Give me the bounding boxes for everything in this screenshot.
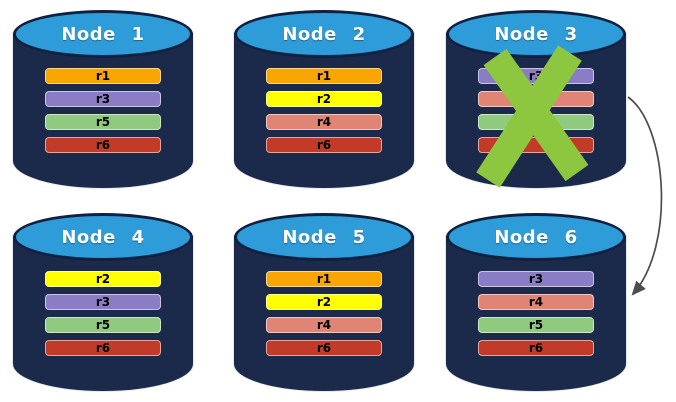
cylinder-body (13, 33, 193, 188)
replica-label: r6 (95, 341, 111, 355)
replica-bar: r5 (45, 317, 161, 333)
cylinder-top: Node 4 (13, 213, 193, 261)
replica-label: r3 (95, 92, 111, 106)
replica-bar (478, 137, 594, 153)
node-title: Node 3 (494, 23, 578, 45)
replica-label: r5 (95, 318, 111, 332)
replica-bar: r2 (45, 271, 161, 287)
replica-label: r4 (316, 115, 332, 129)
replica-label: r2 (316, 295, 332, 309)
cylinder-top: Node 3 (446, 10, 626, 58)
replica-bar: r6 (45, 340, 161, 356)
replica-list: r3 r4 r5 r6 (478, 271, 594, 356)
cylinder-top: Node 5 (234, 213, 414, 261)
replica-label: r5 (95, 115, 111, 129)
replica-list: r1 r3 r5 r6 (45, 68, 161, 153)
replica-bar: r4 (478, 294, 594, 310)
node-title: Node 4 (61, 226, 145, 248)
replica-label: r2 (316, 92, 332, 106)
cylinder-body (234, 236, 414, 391)
replica-label: r4 (316, 318, 332, 332)
node-6: Node 6 r3 r4 r5 r6 (446, 213, 626, 393)
cylinder-top: Node 2 (234, 10, 414, 58)
replica-label: r3 (528, 272, 544, 286)
node-title: Node 5 (282, 226, 366, 248)
replica-bar: r6 (266, 137, 382, 153)
cylinder-top: Node 1 (13, 10, 193, 58)
replica-bar: r2 (266, 294, 382, 310)
node-title: Node 2 (282, 23, 366, 45)
replica-bar: r6 (266, 340, 382, 356)
replica-bar: r5 (45, 114, 161, 130)
replica-bar: r4 (266, 317, 382, 333)
cylinder-body (13, 236, 193, 391)
replica-label: r1 (316, 69, 332, 83)
replica-label: r6 (528, 341, 544, 355)
cylinder-body (234, 33, 414, 188)
node-5: Node 5 r1 r2 r4 r6 (234, 213, 414, 393)
replica-label: r6 (316, 138, 332, 152)
node-4: Node 4 r2 r3 r5 r6 (13, 213, 193, 393)
node-1: Node 1 r1 r3 r5 r6 (13, 10, 193, 190)
replica-bar: r4 (266, 114, 382, 130)
replica-list: r1 r2 r4 r6 (266, 271, 382, 356)
replica-label: r6 (95, 138, 111, 152)
replica-bar (478, 114, 594, 130)
failover-arrow (627, 96, 663, 296)
replica-bar: r3 (478, 68, 594, 84)
replica-list: r1 r2 r4 r6 (266, 68, 382, 153)
cylinder-top: Node 6 (446, 213, 626, 261)
replica-label: r6 (316, 341, 332, 355)
replica-bar: r6 (45, 137, 161, 153)
replica-bar: r3 (478, 271, 594, 287)
node-2: Node 2 r1 r2 r4 r6 (234, 10, 414, 190)
replica-bar: r3 (45, 91, 161, 107)
replica-bar: r2 (266, 91, 382, 107)
node-3: Node 3 r3 (446, 10, 626, 190)
replica-bar: r6 (478, 340, 594, 356)
replica-bar: r1 (266, 271, 382, 287)
replica-label: r4 (528, 295, 544, 309)
replica-label: r1 (316, 272, 332, 286)
node-title: Node 1 (61, 23, 145, 45)
replica-label: r3 (95, 295, 111, 309)
replica-label: r3 (528, 69, 544, 83)
cylinder-body (446, 236, 626, 391)
replica-label: r2 (95, 272, 111, 286)
replica-bar: r1 (45, 68, 161, 84)
replica-label: r1 (95, 69, 111, 83)
replica-bar: r3 (45, 294, 161, 310)
node-title: Node 6 (494, 226, 578, 248)
replica-bar (478, 91, 594, 107)
replica-bar: r1 (266, 68, 382, 84)
replica-list: r2 r3 r5 r6 (45, 271, 161, 356)
replica-label: r5 (528, 318, 544, 332)
replica-list: r3 (478, 68, 594, 153)
replica-bar: r5 (478, 317, 594, 333)
